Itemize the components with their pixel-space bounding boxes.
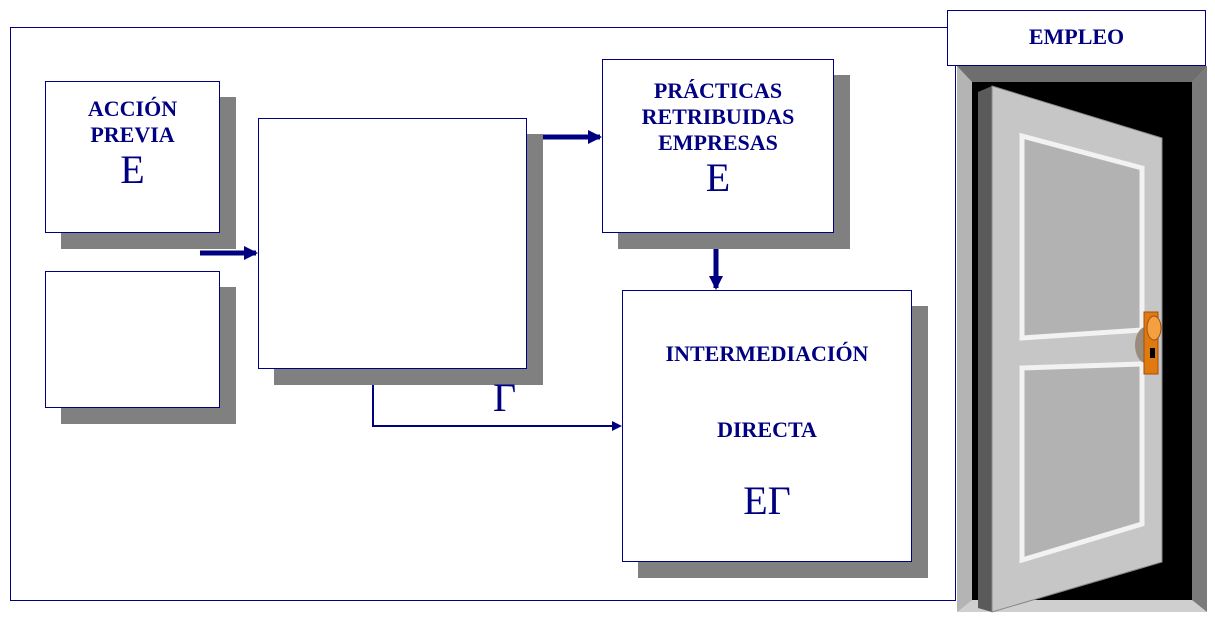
practicas-line3: EMPRESAS: [658, 130, 778, 155]
intermediacion-symbol: EΓ: [743, 478, 791, 523]
box-intermediacion: INTERMEDIACIÓN DIRECTA EΓ: [622, 290, 912, 562]
practicas-line2: RETRIBUIDAS: [641, 104, 795, 129]
accion-title-line2: PREVIA: [90, 122, 175, 147]
intermediacion-subtitle: DIRECTA: [717, 417, 817, 442]
box-empty-left: [45, 271, 220, 408]
box-accion-previa: ACCIÓN PREVIA E: [45, 81, 220, 233]
diagram-frame: [10, 27, 956, 601]
connector-gamma-label: Γ: [493, 375, 517, 420]
practicas-line1: PRÁCTICAS: [653, 78, 783, 103]
empleo-sign: EMPLEO: [947, 10, 1206, 66]
intermediacion-title: INTERMEDIACIÓN: [665, 341, 869, 366]
accion-symbol: E: [120, 147, 145, 192]
empleo-label: EMPLEO: [1028, 24, 1125, 49]
box-practicas: PRÁCTICAS RETRIBUIDAS EMPRESAS E: [602, 59, 834, 233]
arrow-center-to-intermediacion: [372, 369, 622, 431]
practicas-symbol: E: [705, 155, 731, 200]
box-center: [258, 118, 527, 369]
accion-title-line1: ACCIÓN: [87, 96, 178, 121]
